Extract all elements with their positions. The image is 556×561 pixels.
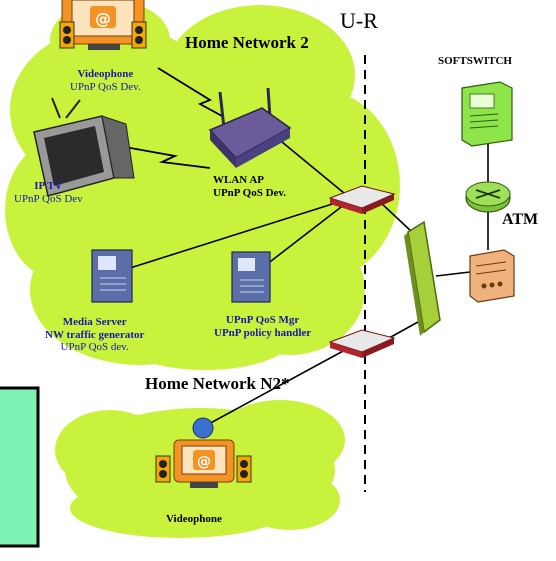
access-switch-panel-icon <box>404 220 441 336</box>
left-panel-box <box>0 386 40 548</box>
softswitch-label: SOFTSWITCH <box>438 55 512 67</box>
ur-label: U-R <box>340 8 378 33</box>
media-server-label: Media Server NW traffic generator UPnP Q… <box>45 316 144 354</box>
videophone-bottom-email-glyph: @ <box>197 454 211 470</box>
wireless-link-videophone <box>157 67 223 117</box>
qos-manager-label: UPnP QoS Mgr UPnP policy handler <box>214 314 311 339</box>
qos-manager-line2: UPnP policy handler <box>214 326 312 339</box>
media-server-role: UPnP QoS dev. <box>60 341 129 354</box>
core-router-icon <box>465 181 511 213</box>
videophone-top-icon: @ <box>59 0 147 50</box>
videophone-top-label: Videophone UPnP QoS Dev. <box>70 68 141 93</box>
iptv-label: IP TV UPnP QoS Dev <box>14 180 83 205</box>
network-links <box>129 133 489 427</box>
home-network-2-label: Home Network 2 <box>185 33 309 52</box>
videophone-bottom-icon: @ <box>155 417 252 488</box>
wlan-role: UPnP QoS Dev. <box>213 186 287 199</box>
wireless-link-iptv <box>124 146 211 169</box>
qos-manager-line1: UPnP QoS Mgr <box>225 314 300 326</box>
videophone-bottom-label: Videophone <box>166 513 222 525</box>
atm-switch-icon <box>469 249 515 303</box>
home-network-n2-label: Home Network N2* <box>145 374 290 393</box>
media-server-line2: NW traffic generator <box>45 328 145 341</box>
iptv-icon <box>33 97 135 197</box>
router-lower-icon <box>328 329 396 358</box>
videophone-top-name: Videophone <box>77 68 134 80</box>
home-network-n2-cloud <box>55 400 345 538</box>
iptv-role: UPnP QoS Dev <box>14 192 83 205</box>
wlan-name: WLAN AP <box>213 174 265 186</box>
wlan-ap-icon <box>208 87 292 168</box>
videophone-top-role: UPnP QoS Dev. <box>70 80 141 93</box>
iptv-name: IP TV <box>34 180 63 192</box>
router-upper-icon <box>328 185 396 214</box>
media-server-name: Media Server <box>62 316 127 328</box>
atm-label: ATM <box>502 211 539 228</box>
softswitch-icon <box>461 81 513 147</box>
wlan-label: WLAN AP UPnP QoS Dev. <box>213 174 286 199</box>
qos-manager-icon <box>231 251 271 303</box>
media-server-icon <box>91 249 133 303</box>
videophone-top-email-glyph: @ <box>95 9 111 28</box>
